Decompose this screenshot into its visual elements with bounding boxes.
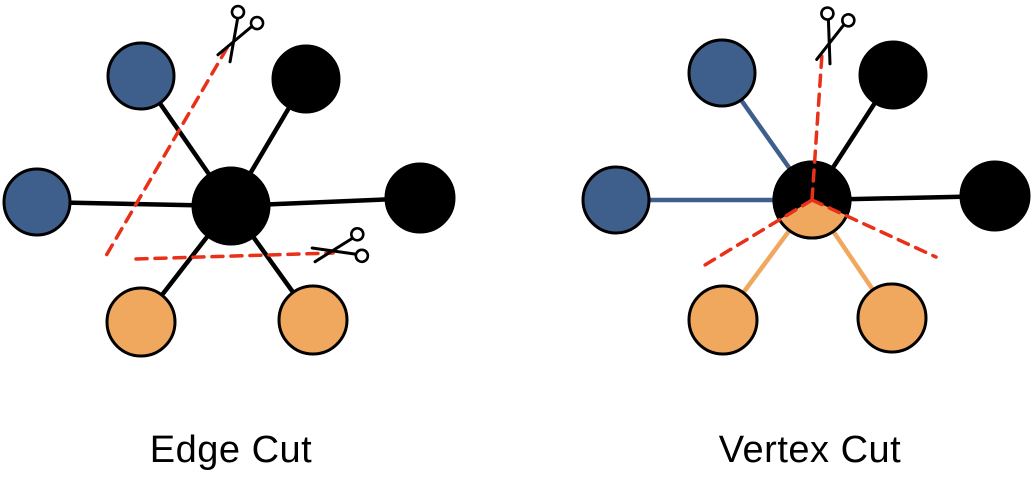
vertex-cut-cut-line-0 bbox=[810, 52, 824, 202]
edge-cut-vertex-black-top-right bbox=[271, 44, 341, 114]
vertex-cut-cut-line-2 bbox=[810, 198, 938, 259]
vertex-cut-graph bbox=[581, 6, 1031, 356]
edge-cut-vertex-black-right bbox=[384, 162, 456, 234]
edge-cut-caption: Edge Cut bbox=[150, 429, 312, 471]
edge-cut-vertex-blue-left bbox=[2, 167, 72, 237]
vertex-cut-cut-line-1 bbox=[698, 198, 814, 270]
vertex-cut-vertex-blue-top-left bbox=[687, 38, 757, 108]
edge-cut-cut-line-0 bbox=[101, 46, 229, 263]
vertex-cut-vertex-blue-left bbox=[581, 165, 651, 235]
edge-cut-vertex-orange-bottom-right bbox=[277, 284, 349, 356]
vertex-cut-vertex-black-right bbox=[959, 160, 1031, 232]
edge-cut-vertex-orange-bottom-left bbox=[105, 286, 177, 358]
vertex-cut-center-vertex-outline bbox=[772, 160, 852, 240]
vertex-cut-vertex-orange-bottom-right bbox=[856, 282, 928, 354]
vertex-cut-caption: Vertex Cut bbox=[719, 429, 901, 471]
edge-cut-graph bbox=[2, 4, 456, 358]
edge-cut-cut-line-1 bbox=[134, 251, 335, 261]
edge-cut-scissors-icon-1 bbox=[310, 226, 370, 264]
edge-cut-scissors-icon-0 bbox=[216, 4, 265, 64]
vertex-cut-scissors-icon-0 bbox=[815, 6, 856, 66]
vertex-cut-vertex-black-top-right bbox=[858, 40, 928, 110]
edge-cut-center-vertex bbox=[191, 166, 271, 246]
vertex-cut-vertex-orange-bottom-left bbox=[687, 284, 759, 356]
edge-cut-vertex-blue-top-left bbox=[106, 41, 176, 111]
